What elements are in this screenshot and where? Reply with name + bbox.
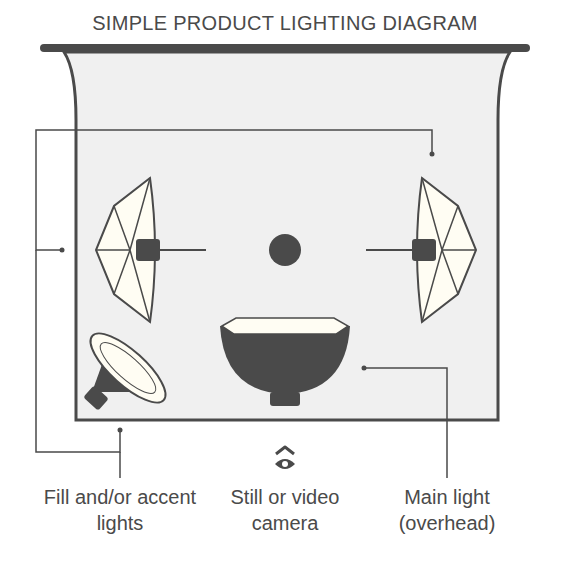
backdrop-bar [44,44,526,52]
callout-label: Still or video camera [210,484,360,536]
fill-light [81,323,175,413]
leader-lines [36,130,447,478]
diagram-title: SIMPLE PRODUCT LIGHTING DIAGRAM [92,12,478,35]
umbrella-light [96,178,206,322]
leader-dots [60,152,435,433]
product-dot [269,234,301,266]
umbrella-light [366,178,476,322]
callout-label: Main light (overhead) [367,484,527,536]
callout-label: Fill and/or accent lights [40,484,200,536]
main-light [220,318,350,406]
backdrop-sweep [64,52,510,420]
camera-icon [275,447,295,469]
